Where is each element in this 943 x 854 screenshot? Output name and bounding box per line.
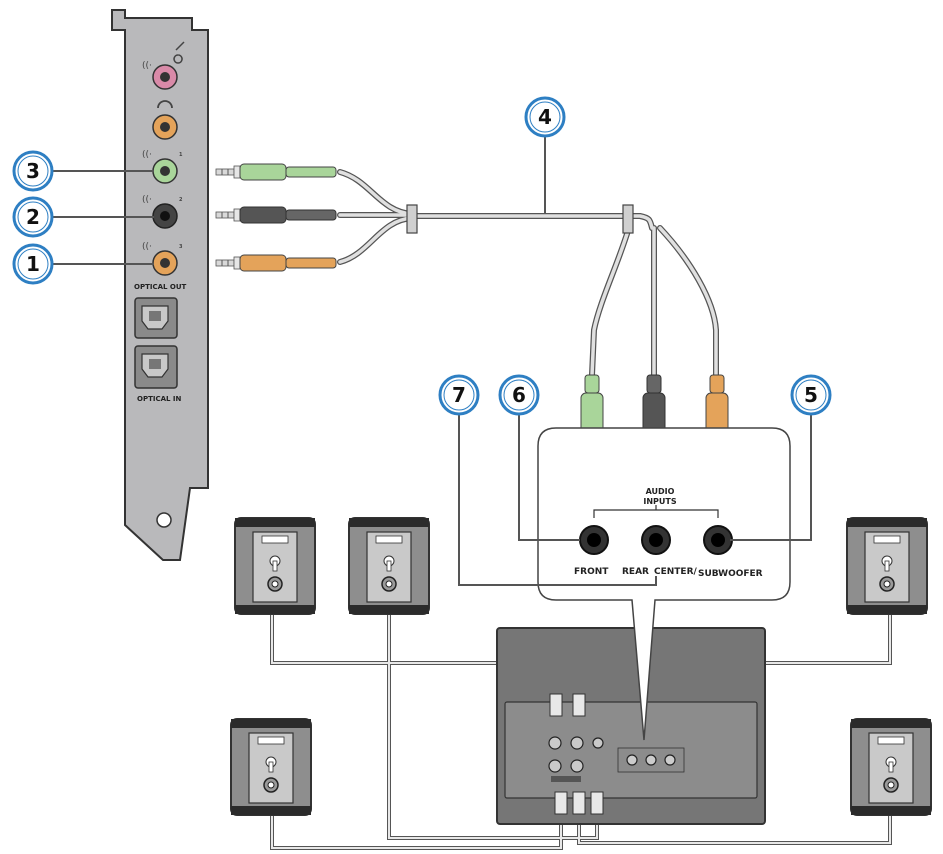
plug-orange-card-end: [215, 254, 337, 272]
sub-minijacks: [626, 754, 676, 766]
optical-out-port: [134, 297, 178, 339]
rear-label: REAR: [622, 567, 649, 577]
optical-out-label: OPTICAL OUT: [134, 283, 187, 291]
card-screw-hole: [156, 512, 172, 528]
splitter-cable: [337, 169, 719, 378]
line-out-1-jack: ((· 1: [142, 150, 183, 184]
callout-leaders: [52, 136, 812, 586]
svg-text:((·: ((·: [142, 61, 152, 71]
center-sub-input-jack: [703, 525, 733, 555]
subwoofer-unit: [496, 627, 766, 825]
callout-4: 4: [524, 96, 566, 138]
svg-text:((·: ((·: [142, 195, 152, 205]
front-input-jack: [579, 525, 609, 555]
callout-3: 3: [12, 150, 54, 192]
callout-4-number: 4: [538, 105, 552, 129]
audio-inputs-heading-1: AUDIO: [646, 487, 675, 496]
center-label: CENTER/: [654, 567, 698, 577]
sound-card: ((· ((· 1 ((· 2 ((· 3 OP: [111, 9, 209, 561]
speaker-rear-left: [230, 718, 312, 816]
callout-2: 2: [12, 196, 54, 238]
callout-3-number: 3: [26, 159, 40, 183]
callout-6-number: 6: [512, 383, 526, 407]
plug-black-card-end: [215, 206, 337, 224]
line-out-2-jack: ((· 2: [142, 195, 183, 229]
headphone-jack: [152, 100, 178, 140]
rear-input-jack: [641, 525, 671, 555]
jack-mark-2: 2: [179, 197, 183, 203]
speaker-center: [846, 517, 928, 615]
optical-in-label: OPTICAL IN: [137, 395, 182, 403]
audio-inputs-callout: AUDIO INPUTS FRONT REAR CENTER/ SUBWOOFE…: [537, 427, 791, 741]
svg-text:((·: ((·: [142, 242, 152, 252]
mic-jack: ((·: [142, 41, 185, 90]
callout-5: 5: [790, 374, 832, 416]
callout-6: 6: [498, 374, 540, 416]
line-out-3-jack: ((· 3: [142, 242, 183, 276]
jack-mark-1: 1: [179, 152, 183, 158]
plug-green-card-end: [215, 163, 337, 181]
callout-1-number: 1: [26, 252, 40, 276]
subwoofer-label: SUBWOOFER: [698, 569, 763, 579]
audio-inputs-heading-2: INPUTS: [643, 497, 676, 506]
sub-rca-jacks: [548, 736, 604, 773]
speaker-front-left: [234, 517, 316, 615]
speaker-rear-right: [850, 718, 932, 816]
jack-mark-3: 3: [179, 244, 183, 250]
callout-7-number: 7: [452, 383, 466, 407]
callout-1: 1: [12, 243, 54, 285]
svg-text:((·: ((·: [142, 150, 152, 160]
callout-7: 7: [438, 374, 480, 416]
callout-2-number: 2: [26, 205, 40, 229]
speaker-front-right: [348, 517, 430, 615]
front-label: FRONT: [574, 567, 609, 577]
optical-in-port: [134, 345, 178, 389]
callout-5-number: 5: [804, 383, 818, 407]
